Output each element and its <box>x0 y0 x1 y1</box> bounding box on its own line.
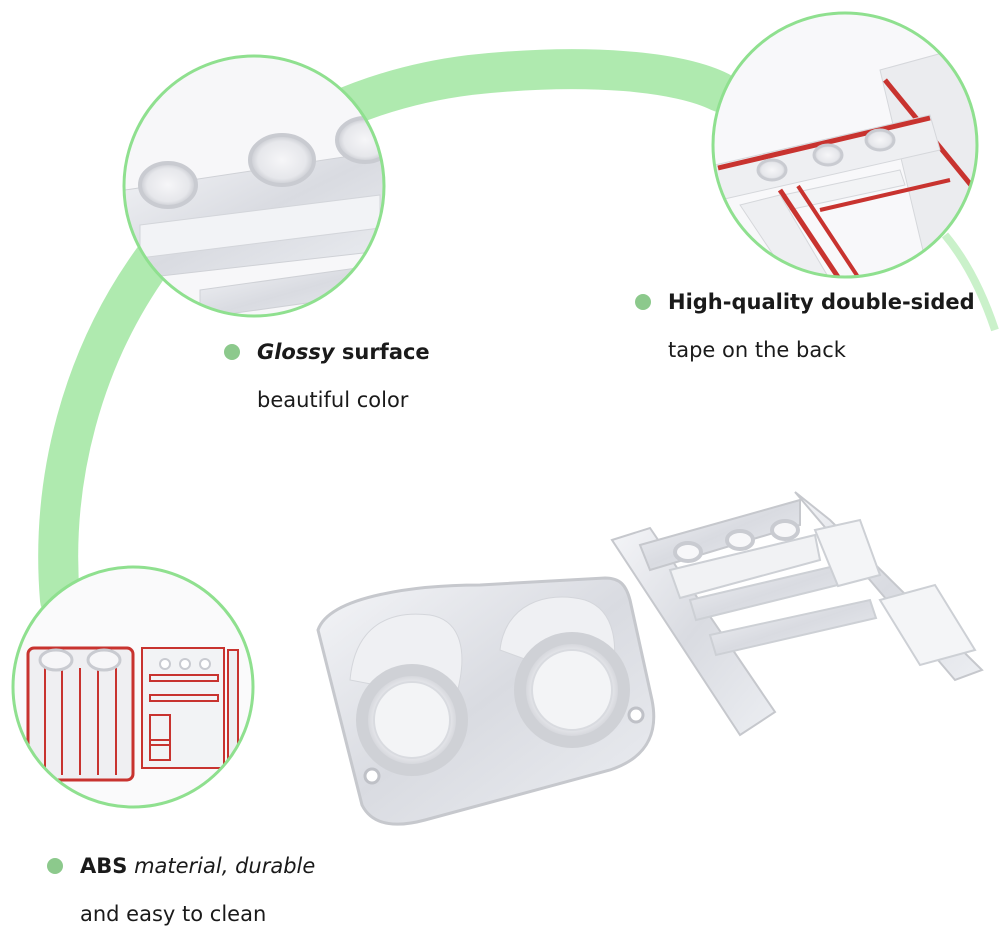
callout-double-sided-tape: High-quality double-sided tape on the ba… <box>635 278 975 374</box>
bullet-dot-icon <box>224 344 240 360</box>
callout-abs-material: ABS material, durable and easy to clean <box>47 842 316 938</box>
callout-abs-line2: and easy to clean <box>80 902 267 926</box>
zoom-circle-tape <box>711 11 979 279</box>
callout-glossy-surface: Glossy surface beautiful color <box>224 328 430 424</box>
callout-glossy-line1-rest: surface <box>334 340 430 364</box>
bullet-dot-icon <box>47 858 63 874</box>
bullet-dot-icon <box>635 294 651 310</box>
instrument-cluster-cover <box>316 576 656 826</box>
callout-glossy-line1-emphasis: Glossy <box>257 340 335 364</box>
center-console-trim <box>610 491 984 737</box>
callout-abs-line1-emphasis: ABS <box>80 854 128 878</box>
connector-arc-tail <box>941 232 999 332</box>
zoom-circle-kit <box>11 565 255 809</box>
callout-glossy-line2: beautiful color <box>257 388 409 412</box>
callout-tape-line2: tape on the back <box>668 338 846 362</box>
callout-abs-line1-rest: material, durable <box>127 854 316 878</box>
callout-tape-line1: High-quality double-sided <box>668 290 975 314</box>
